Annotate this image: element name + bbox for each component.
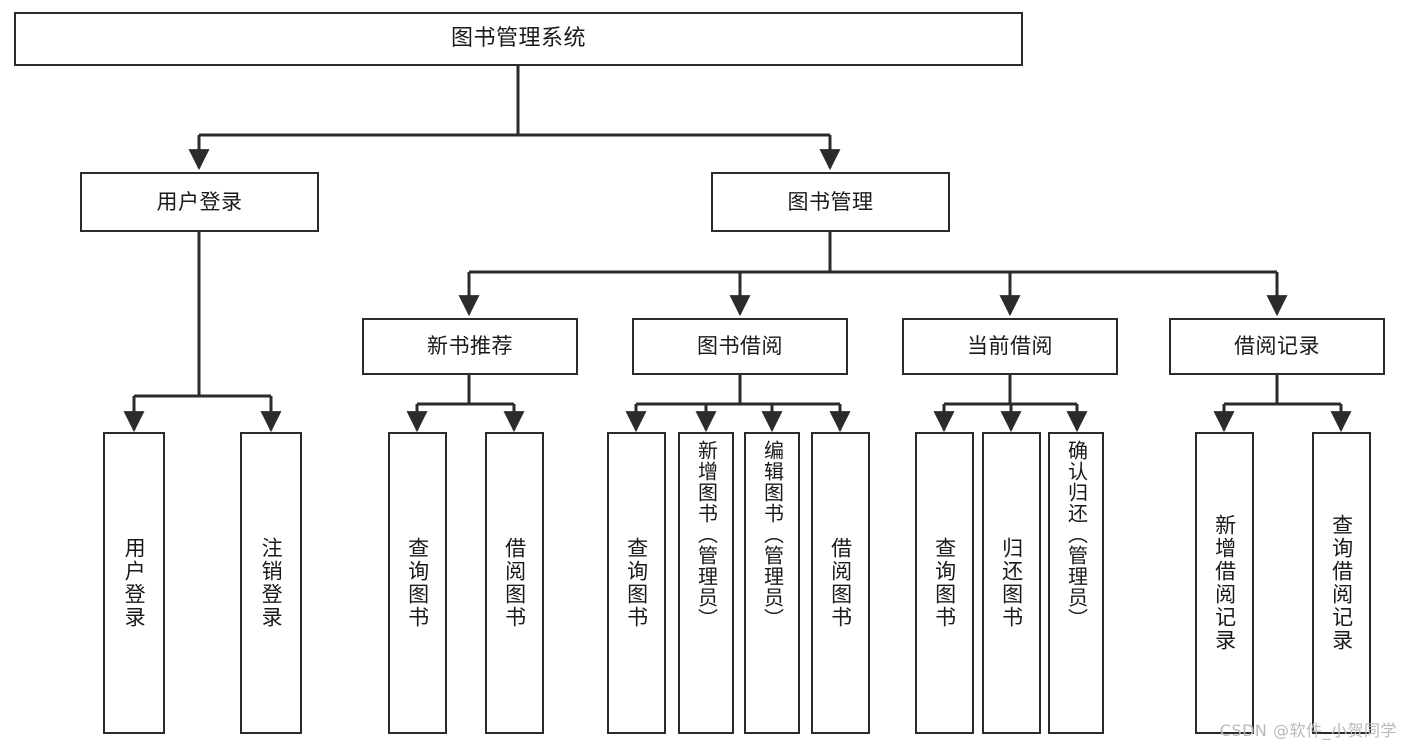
node-label: 注销登录 xyxy=(259,537,284,629)
node-label: 查询借阅记录 xyxy=(1329,514,1354,652)
node-label: 查询图书 xyxy=(624,537,649,629)
node-label: 编辑图书（管理员） xyxy=(760,440,785,629)
node-label: 用户登录 xyxy=(122,537,147,629)
leaf-edit-book-admin[interactable]: 编辑图书（管理员） xyxy=(744,432,800,734)
leaf-query-book-borrow[interactable]: 查询图书 xyxy=(607,432,666,734)
leaf-confirm-return-admin[interactable]: 确认归还（管理员） xyxy=(1048,432,1104,734)
leaf-user-login[interactable]: 用户登录 xyxy=(103,432,165,734)
node-book-borrow[interactable]: 图书借阅 xyxy=(632,318,848,375)
node-label: 图书管理系统 xyxy=(450,26,586,52)
node-book-management[interactable]: 图书管理 xyxy=(711,172,950,232)
node-label: 借阅图书 xyxy=(828,537,853,629)
leaf-return-book[interactable]: 归还图书 xyxy=(982,432,1041,734)
node-label: 借阅图书 xyxy=(502,537,527,629)
node-label: 用户登录 xyxy=(156,189,243,214)
leaf-query-book-new-book[interactable]: 查询图书 xyxy=(388,432,447,734)
node-label: 借阅记录 xyxy=(1234,334,1320,359)
leaf-add-book-admin[interactable]: 新增图书（管理员） xyxy=(678,432,734,734)
node-label: 图书管理 xyxy=(787,189,874,214)
node-label: 查询图书 xyxy=(405,537,430,629)
leaf-add-borrow-record[interactable]: 新增借阅记录 xyxy=(1195,432,1254,734)
node-current-borrow[interactable]: 当前借阅 xyxy=(902,318,1118,375)
node-label: 图书借阅 xyxy=(697,334,783,359)
leaf-borrow-book-new-book[interactable]: 借阅图书 xyxy=(485,432,544,734)
node-label: 新增借阅记录 xyxy=(1212,514,1237,652)
node-label: 确认归还（管理员） xyxy=(1064,440,1089,629)
node-label: 新书推荐 xyxy=(427,334,513,359)
node-borrow-record[interactable]: 借阅记录 xyxy=(1169,318,1385,375)
node-label: 新增图书（管理员） xyxy=(694,440,719,629)
node-label: 查询图书 xyxy=(932,537,957,629)
node-root-book-management-system[interactable]: 图书管理系统 xyxy=(14,12,1023,66)
node-user-login[interactable]: 用户登录 xyxy=(80,172,319,232)
node-new-book-recommend[interactable]: 新书推荐 xyxy=(362,318,578,375)
csdn-watermark: CSDN @软件_小贺同学 xyxy=(1219,721,1397,740)
node-label: 归还图书 xyxy=(999,537,1024,629)
node-label: 当前借阅 xyxy=(967,334,1053,359)
leaf-logout-login[interactable]: 注销登录 xyxy=(240,432,302,734)
leaf-query-borrow-record[interactable]: 查询借阅记录 xyxy=(1312,432,1371,734)
leaf-query-book-current[interactable]: 查询图书 xyxy=(915,432,974,734)
leaf-borrow-book-borrow[interactable]: 借阅图书 xyxy=(811,432,870,734)
